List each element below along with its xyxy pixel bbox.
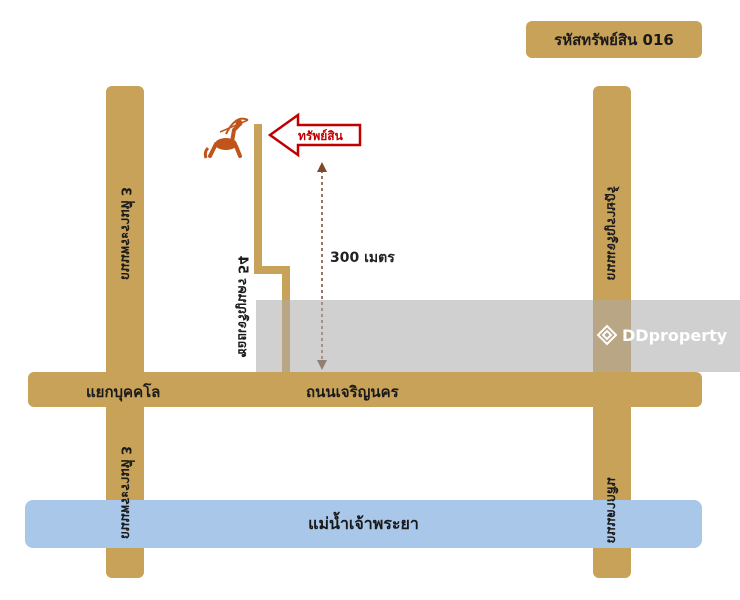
property-marker-arrow bbox=[268, 112, 362, 158]
asset-code-badge: รหัสทรัพย์สิน 016 bbox=[526, 21, 702, 58]
intersection-label: แยกบุคคโล bbox=[86, 383, 161, 401]
watermark: DDproperty bbox=[596, 324, 727, 346]
left-road-label-top: ถนนพระรามที่ 3 bbox=[117, 186, 133, 281]
property-marker-label: ทรัพย์สิน bbox=[298, 129, 343, 143]
soi-label: ซอยเจริญนคร 54 bbox=[234, 255, 250, 358]
watermark-brand: DDproperty bbox=[622, 325, 728, 345]
river: แม่น้ำเจ้าพระยา bbox=[25, 500, 702, 548]
archer-logo-icon bbox=[203, 117, 249, 159]
asset-code-text: รหัสทรัพย์สิน 016 bbox=[554, 30, 674, 49]
ddproperty-logo-icon bbox=[596, 324, 618, 346]
watermark-overlay bbox=[256, 300, 740, 372]
left-road bbox=[106, 86, 144, 578]
distance-label: 300 เมตร bbox=[330, 250, 395, 266]
left-road-label-bottom: ถนนพระรามที่ 3 bbox=[117, 445, 133, 540]
horizontal-road-label: ถนนเจริญนคร bbox=[306, 383, 399, 401]
river-name: แม่น้ำเจ้าพระยา bbox=[308, 513, 419, 533]
right-road-label-bottom: ถนนตากสิน bbox=[603, 477, 619, 544]
horizontal-road bbox=[28, 372, 702, 407]
right-road-label-top: ถนนเจริญราษฎร์ bbox=[603, 186, 619, 281]
